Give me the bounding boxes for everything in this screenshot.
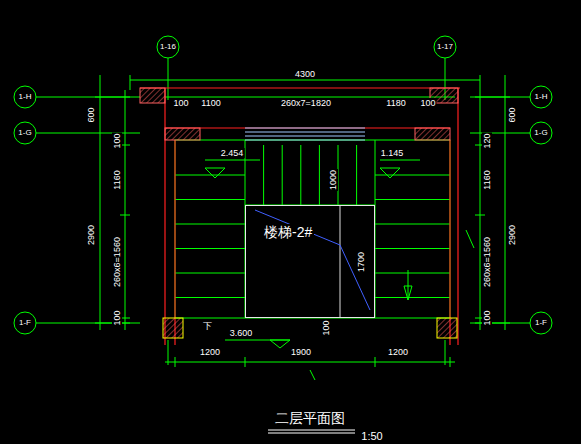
dimension-text: 260x6=1560 bbox=[482, 236, 492, 288]
dimension-text: 1100 bbox=[200, 98, 221, 108]
axis-label: 1-H bbox=[18, 92, 33, 102]
stair-tread bbox=[375, 248, 450, 249]
dimension-text: 600 bbox=[86, 106, 96, 123]
scale-label: 1:50 bbox=[360, 430, 383, 442]
dimension-text: 100 bbox=[321, 319, 331, 336]
axis-label: 1-16 bbox=[159, 42, 177, 52]
stair-tread bbox=[375, 273, 450, 274]
dimension-text: 2900 bbox=[507, 224, 517, 246]
dimension-text: 下 bbox=[202, 321, 213, 331]
dimension-text: 1160 bbox=[112, 169, 122, 190]
dimension-text: 4300 bbox=[294, 69, 316, 79]
dimension-text: 1160 bbox=[482, 169, 492, 190]
stair-tread bbox=[375, 224, 450, 225]
dimension-text: 120 bbox=[482, 132, 492, 149]
dimension-text: 100 bbox=[112, 309, 122, 326]
dimension-text: 1700 bbox=[356, 251, 366, 273]
axis-label: 1-17 bbox=[436, 42, 454, 52]
stair-tread bbox=[356, 145, 357, 205]
stair-tread bbox=[375, 297, 450, 298]
dimension-text: 3.600 bbox=[229, 328, 254, 338]
dimension-text: 100 bbox=[482, 309, 492, 326]
dimension-text: 260x6=1560 bbox=[112, 236, 122, 288]
axis-label: 1-F bbox=[18, 318, 32, 328]
dimension-text: 100 bbox=[112, 132, 122, 149]
axis-label: 1-H bbox=[534, 92, 549, 102]
stair-tread bbox=[282, 145, 283, 205]
dimension-text: 100 bbox=[172, 98, 189, 108]
dimension-text: 1200 bbox=[387, 347, 409, 357]
axis-label: 1-F bbox=[534, 318, 548, 328]
dimension-text: 1180 bbox=[385, 98, 406, 108]
stair-tread bbox=[175, 199, 245, 200]
dimension-text: 1900 bbox=[290, 347, 312, 357]
dimension-text: 2.454 bbox=[220, 148, 245, 158]
stair-tread bbox=[263, 145, 264, 205]
stair-tread bbox=[175, 297, 245, 298]
dimension-text: 1000 bbox=[328, 169, 338, 191]
dimension-text: 600 bbox=[507, 106, 517, 123]
stair-tread bbox=[175, 273, 245, 274]
dimension-text: 100 bbox=[419, 98, 436, 108]
stair-tread bbox=[175, 248, 245, 249]
stair-name: 楼梯-2# bbox=[262, 224, 314, 240]
dimension-text: 1200 bbox=[199, 347, 221, 357]
stair-tread bbox=[375, 199, 450, 200]
dimension-text: 2900 bbox=[86, 224, 96, 246]
dimension-text: 1.145 bbox=[380, 148, 405, 158]
dimension-text: 260x7=1820 bbox=[280, 98, 332, 108]
axis-label: 1-G bbox=[533, 128, 548, 138]
stair-tread bbox=[319, 145, 320, 205]
axis-label: 1-G bbox=[17, 128, 32, 138]
drawing-title: 二层平面图 bbox=[273, 410, 347, 426]
stair-tread bbox=[300, 145, 301, 205]
stair-tread bbox=[175, 224, 245, 225]
